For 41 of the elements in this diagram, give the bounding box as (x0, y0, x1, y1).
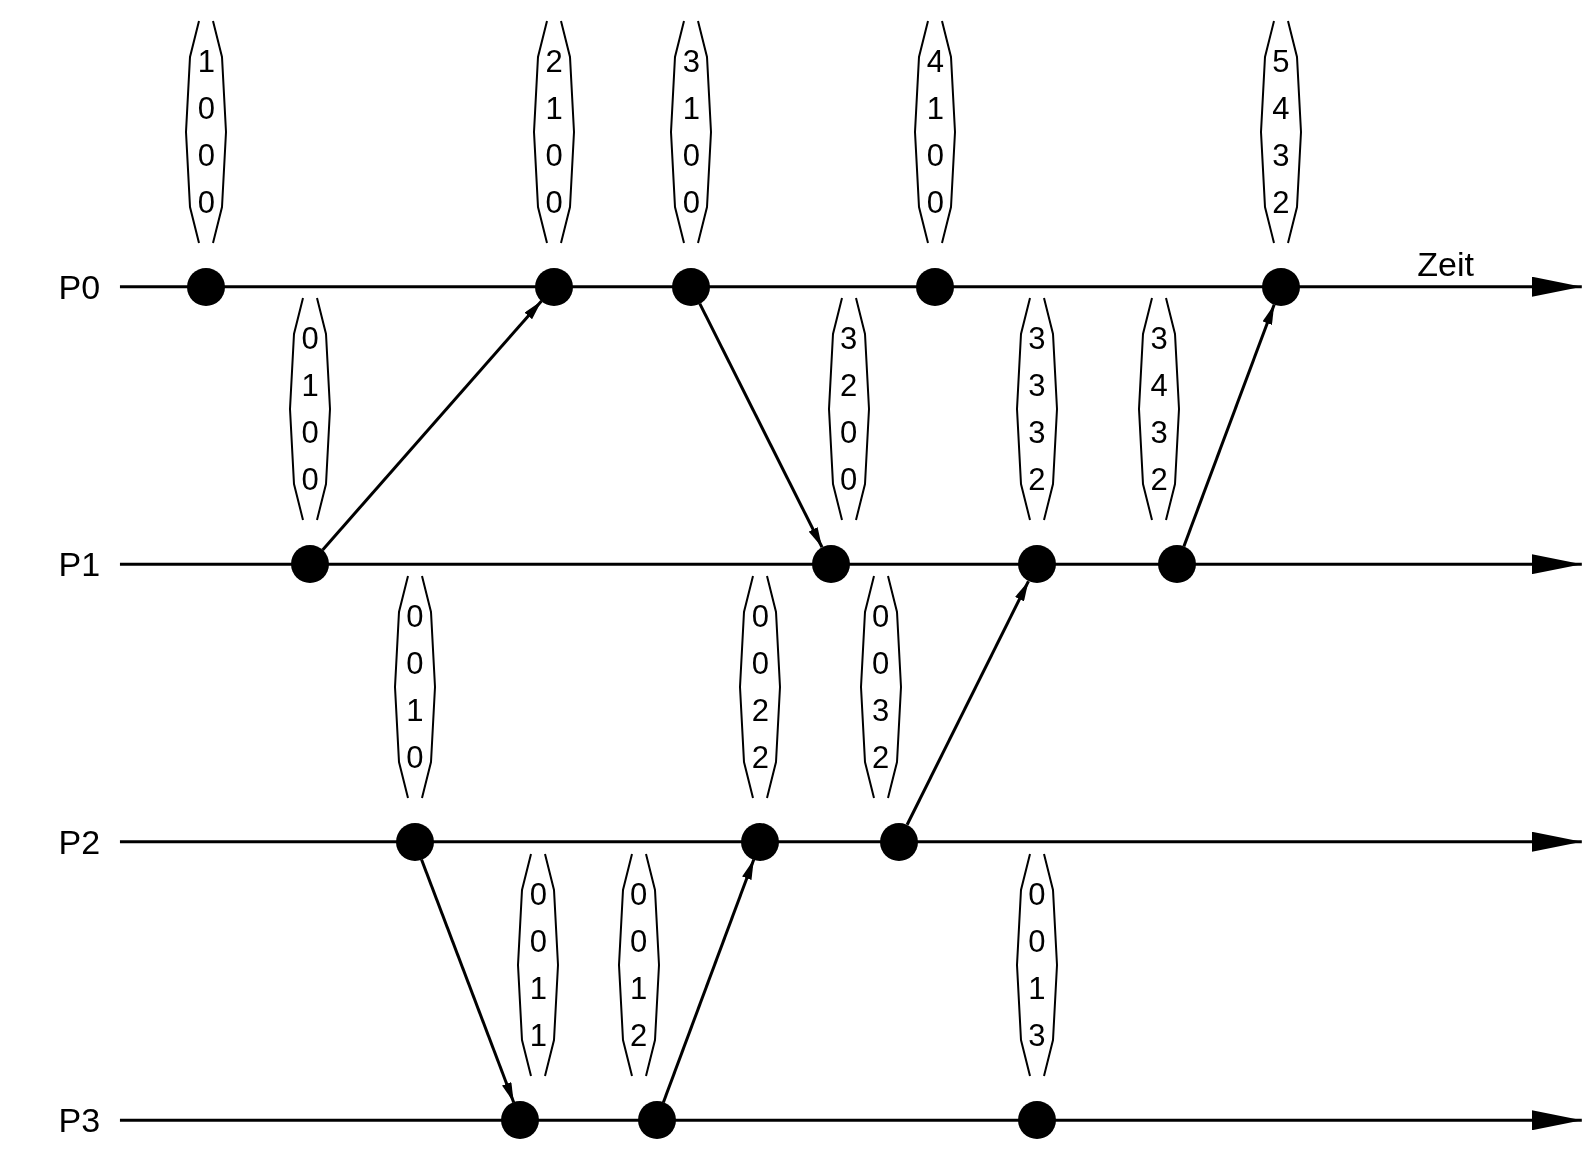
process-label: P0 (58, 267, 101, 307)
event-dot (1158, 545, 1197, 584)
vector-timestamp: 2 1 0 0 (531, 18, 578, 245)
process-label: P1 (58, 544, 101, 584)
vector-timestamp: 0 0 1 3 (1013, 852, 1060, 1079)
message-arrow (698, 303, 824, 548)
event-dot (879, 822, 918, 861)
vector-timestamp: 0 1 0 0 (287, 296, 334, 523)
axis-label: Zeit (1417, 244, 1474, 284)
message-arrow (321, 299, 543, 551)
process-label: P2 (58, 822, 101, 862)
event-dot (741, 822, 780, 861)
vector-timestamp: 0 0 1 2 (615, 852, 662, 1079)
event-dot (501, 1101, 540, 1140)
event-dot (535, 267, 574, 306)
vector-timestamp: 3 4 3 2 (1136, 296, 1183, 523)
vector-timestamp: 0 0 1 0 (391, 573, 438, 800)
vector-timestamp: 5 4 3 2 (1257, 18, 1304, 245)
event-dot (672, 267, 711, 306)
process-label: P3 (58, 1100, 101, 1140)
vector-timestamp: 1 0 0 0 (183, 18, 230, 245)
event-dot (1017, 545, 1056, 584)
event-dot (811, 545, 850, 584)
vector-timestamp: 0 0 1 1 (515, 852, 562, 1079)
event-dot (1261, 267, 1300, 306)
vector-timestamp: 0 0 2 2 (737, 573, 784, 800)
vector-timestamp: 3 3 3 2 (1013, 296, 1060, 523)
vector-timestamp: 3 2 0 0 (825, 296, 872, 523)
message-arrow (420, 858, 516, 1104)
event-dot (1017, 1101, 1056, 1140)
message-arrow (1182, 303, 1276, 547)
event-dot (395, 822, 434, 861)
vector-timestamp: 4 1 0 0 (912, 18, 959, 245)
vector-timestamp: 0 0 3 2 (857, 573, 904, 800)
event-dot (916, 267, 955, 306)
event-dot (187, 267, 226, 306)
vector-timestamp: 3 1 0 0 (668, 18, 715, 245)
message-arrow (661, 859, 756, 1103)
event-dot (637, 1101, 676, 1140)
event-dot (291, 545, 330, 584)
message-arrow (905, 580, 1030, 826)
